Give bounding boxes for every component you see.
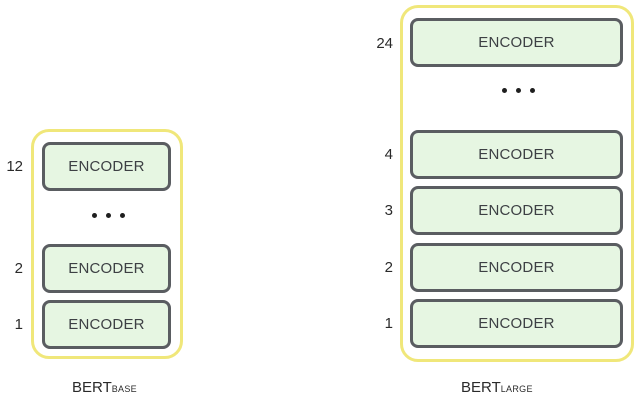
encoder-label: ENCODER bbox=[478, 146, 555, 163]
bert-large-ellipsis bbox=[502, 88, 535, 93]
bert-base-encoder-1: ENCODER bbox=[42, 300, 171, 349]
encoder-label: ENCODER bbox=[68, 260, 145, 277]
bert-large-encoder-2: ENCODER bbox=[410, 243, 623, 292]
bert-base-encoder-12: ENCODER bbox=[42, 142, 171, 191]
encoder-label: ENCODER bbox=[68, 158, 145, 175]
bert-large-label: BERTLARGE bbox=[461, 379, 533, 396]
bert-base-layer-12-number: 12 bbox=[6, 158, 23, 175]
bert-large-encoder-1: ENCODER bbox=[410, 299, 623, 348]
bert-large-label-main: BERT bbox=[461, 379, 501, 396]
encoder-label: ENCODER bbox=[478, 315, 555, 332]
bert-base-layer-1-number: 1 bbox=[14, 316, 23, 333]
encoder-label: ENCODER bbox=[478, 34, 555, 51]
bert-base-layer-2-number: 2 bbox=[14, 260, 23, 277]
bert-large-layer-24-number: 24 bbox=[376, 35, 393, 52]
bert-base-label-main: BERT bbox=[72, 379, 112, 396]
bert-large-encoder-24: ENCODER bbox=[410, 18, 623, 67]
bert-base-label-sub: BASE bbox=[111, 384, 137, 394]
bert-large-layer-4-number: 4 bbox=[384, 146, 393, 163]
encoder-label: ENCODER bbox=[478, 259, 555, 276]
bert-base-ellipsis bbox=[92, 213, 125, 218]
bert-base-encoder-2: ENCODER bbox=[42, 244, 171, 293]
bert-large-encoder-4: ENCODER bbox=[410, 130, 623, 179]
bert-large-layer-1-number: 1 bbox=[384, 315, 393, 332]
encoder-label: ENCODER bbox=[68, 316, 145, 333]
encoder-label: ENCODER bbox=[478, 202, 555, 219]
bert-large-layer-3-number: 3 bbox=[384, 202, 393, 219]
bert-large-layer-2-number: 2 bbox=[384, 259, 393, 276]
bert-large-label-sub: LARGE bbox=[500, 384, 533, 394]
bert-large-encoder-3: ENCODER bbox=[410, 186, 623, 235]
bert-base-label: BERTBASE bbox=[72, 379, 137, 396]
